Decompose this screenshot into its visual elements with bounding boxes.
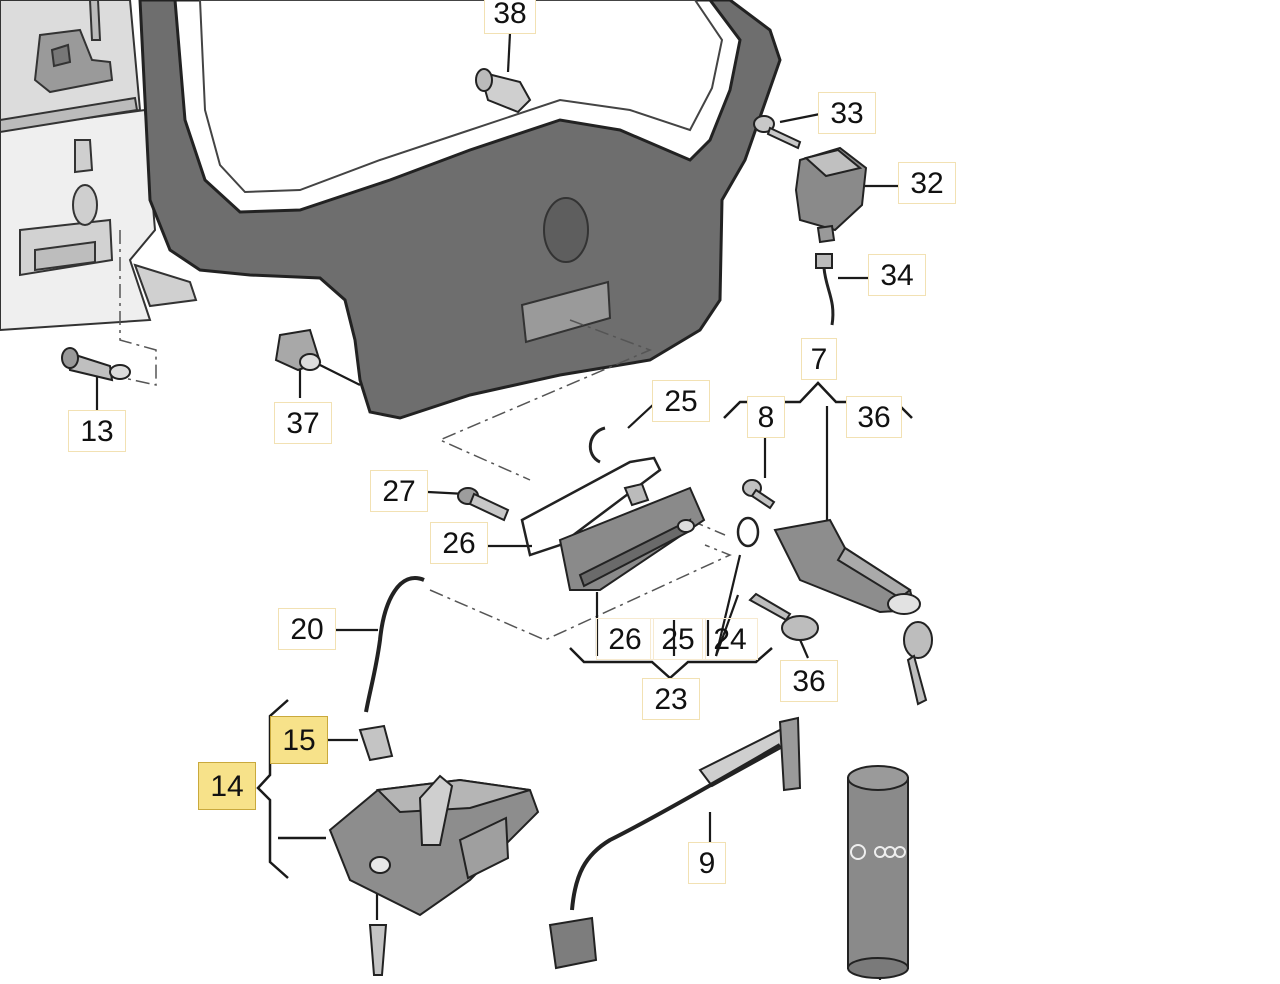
callout-15[interactable]: 15 — [270, 716, 328, 764]
callout-23[interactable]: 23 — [642, 678, 700, 720]
callout-37[interactable]: 37 — [274, 402, 332, 444]
part-15-clip[interactable] — [358, 724, 394, 762]
callout-32[interactable]: 32 — [898, 162, 956, 204]
handle-grip[interactable] — [558, 482, 706, 591]
part-13-bolt[interactable] — [61, 347, 131, 382]
part-26-seal[interactable] — [520, 456, 662, 557]
grease-canister[interactable] — [847, 765, 909, 979]
callout-34[interactable]: 34 — [868, 254, 926, 296]
key-icon[interactable] — [748, 592, 933, 706]
part-33-screw[interactable] — [753, 115, 802, 150]
part-20-rod[interactable] — [364, 576, 425, 713]
callout-25-top[interactable]: 25 — [652, 380, 710, 422]
lock-mechanism[interactable] — [328, 774, 540, 976]
callout-36-top[interactable]: 36 — [846, 396, 902, 438]
callout-25-bottom[interactable]: 25 — [650, 618, 706, 660]
lock-cylinder[interactable] — [773, 518, 921, 615]
callout-26-left[interactable]: 26 — [430, 522, 488, 564]
leader-lines — [95, 32, 898, 980]
part-34-cable[interactable] — [815, 253, 835, 326]
callout-24[interactable]: 24 — [702, 618, 758, 660]
part-24-washer[interactable] — [736, 516, 760, 548]
callout-27[interactable]: 27 — [370, 470, 428, 512]
callout-26-bottom[interactable]: 26 — [596, 618, 654, 660]
part-9-cable[interactable] — [548, 716, 802, 970]
callout-36-bottom[interactable]: 36 — [780, 660, 838, 702]
callout-7[interactable]: 7 — [801, 338, 837, 380]
part-8-screw[interactable] — [742, 479, 776, 510]
part-38-clip[interactable] — [475, 68, 532, 114]
part-32-actuator[interactable] — [794, 146, 868, 244]
callout-8[interactable]: 8 — [747, 396, 785, 438]
part-37-bump-stop[interactable] — [274, 328, 322, 372]
callout-20[interactable]: 20 — [278, 608, 336, 650]
callout-38[interactable]: 38 — [484, 0, 536, 34]
part-25-circlip[interactable] — [589, 426, 606, 464]
tailgate-panel — [138, 0, 782, 420]
callout-9[interactable]: 9 — [688, 842, 726, 884]
part-27-screw[interactable] — [457, 487, 510, 522]
callout-14[interactable]: 14 — [198, 762, 256, 810]
car-body-left — [0, 0, 198, 332]
callout-33[interactable]: 33 — [818, 92, 876, 134]
callout-13[interactable]: 13 — [68, 410, 126, 452]
